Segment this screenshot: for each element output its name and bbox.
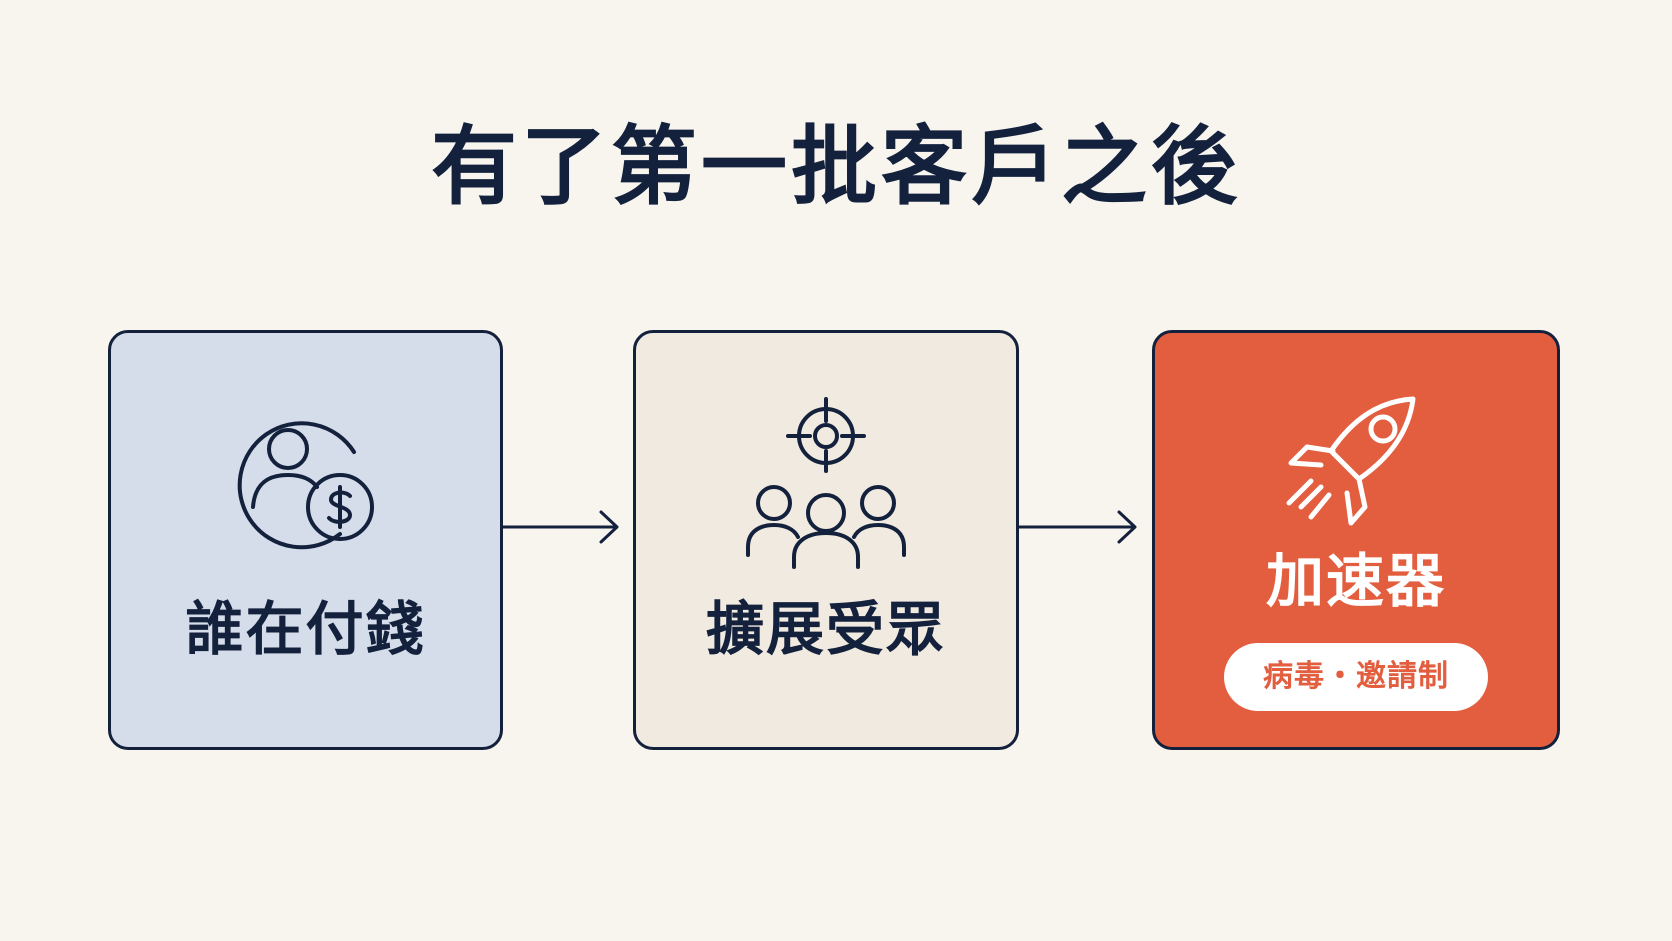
arrow-right-icon [1019, 510, 1137, 544]
arrow-right-icon [503, 510, 619, 544]
step-label-accelerator: 加速器 [1265, 547, 1446, 615]
rocket-icon [1286, 396, 1416, 526]
step-label-expand-audience: 擴展受眾 [705, 595, 946, 663]
target-audience-icon [746, 397, 906, 569]
step-label-who-pays: 誰在付錢 [185, 595, 426, 663]
person-dollar-icon [237, 421, 374, 550]
accelerator-tag-pill: 病毒・邀請制 [1224, 643, 1488, 711]
step-card-who-pays: 誰在付錢 [108, 330, 503, 750]
step-card-accelerator: 加速器 病毒・邀請制 [1152, 330, 1560, 750]
step-card-expand-audience: 擴展受眾 [633, 330, 1019, 750]
page-title: 有了第一批客戶之後 [431, 117, 1241, 217]
